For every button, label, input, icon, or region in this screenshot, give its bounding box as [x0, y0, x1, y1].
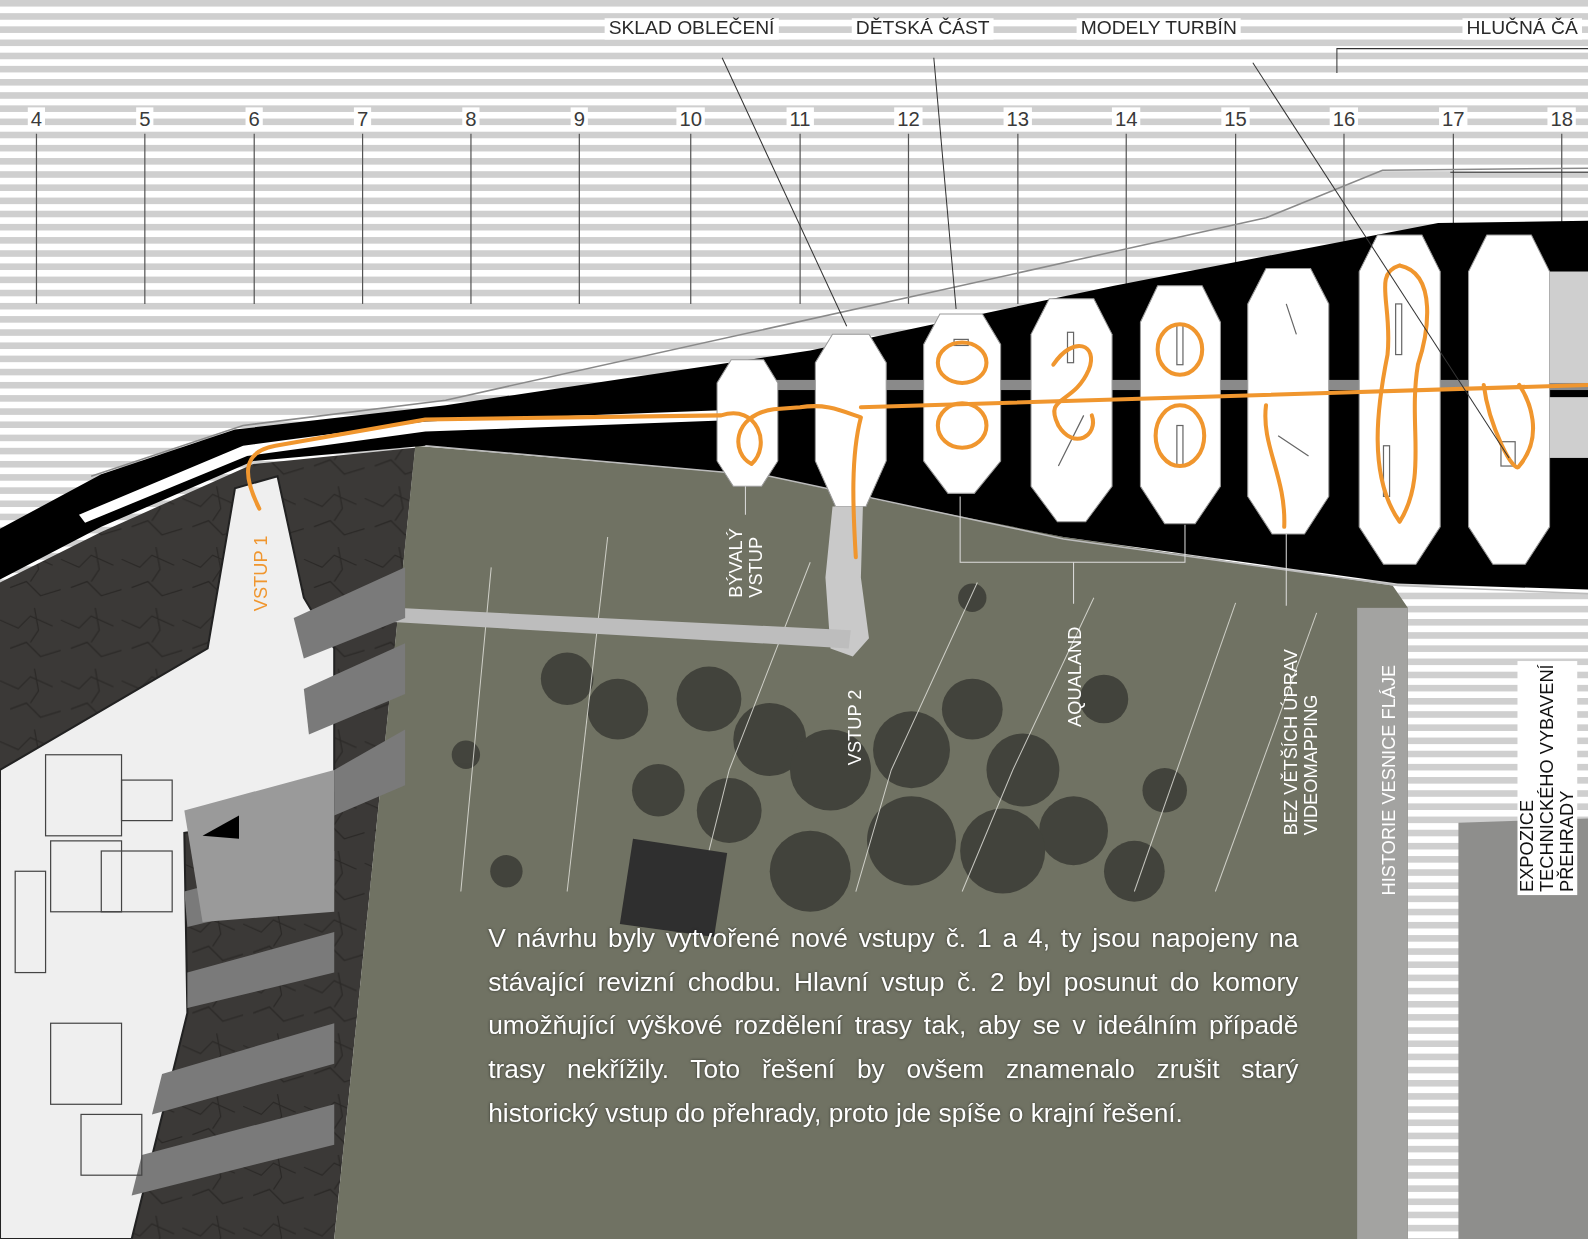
callout-label: HLUČNÁ ČÁ: [1462, 18, 1581, 39]
axis-number: 15: [1221, 107, 1250, 129]
callout-label: SKLAD OBLEČENÍ: [605, 18, 779, 39]
axis-number: 16: [1330, 107, 1359, 129]
axis-number: 18: [1547, 107, 1576, 129]
axis-number: 7: [354, 107, 371, 129]
axis-number: 4: [28, 107, 45, 129]
design-note: V návrhu byly vytvořené nové vstupy č. 1…: [488, 917, 1298, 1135]
zone-label: AQUALAND: [1066, 627, 1086, 727]
axis-number: 10: [676, 107, 705, 129]
axis-number: 6: [246, 107, 263, 129]
callout-label: MODELY TURBÍN: [1077, 18, 1241, 39]
axis-number: 17: [1439, 107, 1468, 129]
zone-label: BEZ VĚTŠÍCH ÚPRAV VIDEOMAPPING: [1281, 628, 1321, 836]
axis-number: 14: [1112, 107, 1141, 129]
axis-number: 13: [1004, 107, 1033, 129]
zone-label: HISTORIE VESNICE FLÁJE: [1380, 665, 1400, 896]
zone-label: EXPOZICE TECHNICKÉHO VYBAVENÍ PŘEHRADY: [1517, 661, 1577, 895]
callout-label: DĚTSKÁ ČÁST: [852, 18, 994, 39]
entrance-label: VSTUP 1: [252, 536, 272, 612]
entrance-label: VSTUP 2: [846, 690, 866, 766]
entrance-label: BÝVALÝ VSTUP: [726, 527, 766, 598]
axis-number: 5: [136, 107, 153, 129]
axis-number: 11: [787, 107, 814, 129]
axis-number: 12: [894, 107, 923, 129]
axis-number: 8: [462, 107, 479, 129]
axis-number: 9: [571, 107, 588, 129]
